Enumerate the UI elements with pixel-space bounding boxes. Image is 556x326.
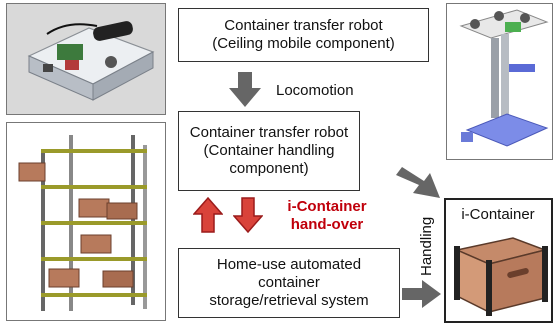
storage-retrieval-system-box: Home-use automated container storage/ret… bbox=[178, 248, 400, 318]
ceiling-mobile-component-box: Container transfer robot (Ceiling mobile… bbox=[178, 8, 429, 62]
handling-robot-photo bbox=[446, 3, 553, 160]
handover-label: i-Container hand-over bbox=[287, 198, 367, 233]
icontainer-box: i-Container bbox=[444, 198, 553, 323]
icontainer-label: i-Container bbox=[461, 206, 535, 223]
handover-up-arrow bbox=[193, 197, 223, 233]
ceiling-robot-photo bbox=[6, 3, 166, 115]
locomotion-label: Locomotion bbox=[276, 82, 354, 99]
container-handling-component-box: Container transfer robot (Container hand… bbox=[178, 111, 360, 191]
handling-label: Handling bbox=[418, 216, 435, 276]
icontainer-illustration bbox=[454, 237, 548, 316]
storage-to-icontainer-arrow bbox=[402, 280, 441, 308]
handling-arrow-diagonal bbox=[396, 167, 440, 198]
storage-system-photo bbox=[6, 122, 166, 321]
handover-down-arrow bbox=[233, 197, 263, 233]
locomotion-arrow bbox=[229, 72, 261, 107]
